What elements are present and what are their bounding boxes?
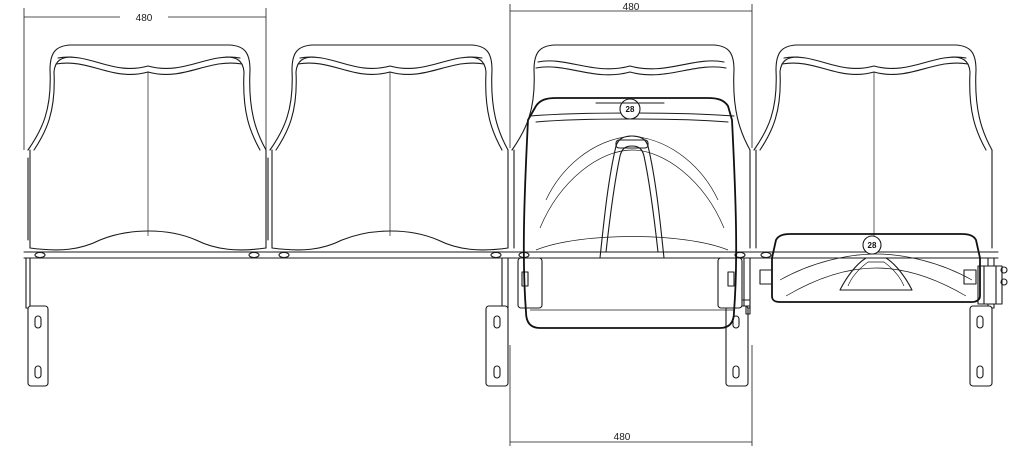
- seat-2-backrest: [269, 44, 509, 251]
- dimension-top-left: 480: [23, 8, 267, 150]
- dimension-bottom: 480: [509, 345, 753, 446]
- dimension-top-right: 480: [509, 2, 753, 148]
- seat-4-backrest: [753, 44, 993, 249]
- seat-4-lowered-seat: 28: [759, 233, 981, 303]
- dimension-label-top-right: 480: [623, 2, 640, 13]
- dimension-label-top-left: 480: [136, 13, 153, 24]
- seat-3-folded-seat: 28: [517, 97, 751, 329]
- seat-3-number-badge: 28: [626, 105, 635, 114]
- end-bracket: [977, 265, 1008, 305]
- leg-3: [725, 257, 751, 387]
- dimension-label-bottom: 480: [614, 432, 631, 443]
- seat-4-number-badge: 28: [868, 241, 877, 250]
- support-beam: [23, 251, 999, 259]
- seat-1-backrest: [27, 44, 269, 251]
- seat-3-backrest: [511, 44, 751, 249]
- leg-2: [485, 257, 509, 387]
- leg-1: [25, 257, 49, 387]
